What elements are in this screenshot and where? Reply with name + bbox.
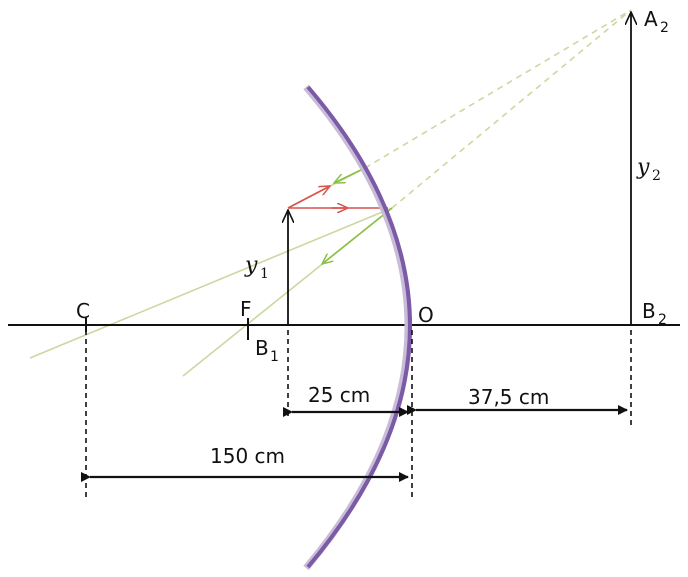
label-vertex: O [418, 303, 434, 327]
label-focus: F [240, 297, 252, 321]
virtual-ray-upper [364, 9, 632, 169]
label-y2-sub: 2 [652, 168, 661, 184]
reflected-arrow-lower [322, 207, 393, 264]
label-b1-sub: 1 [270, 349, 279, 365]
label-y1-sub: 1 [260, 266, 269, 282]
label-b2-sub: 2 [658, 312, 667, 328]
label-y1: y [244, 253, 258, 278]
virtual-ray-lower [391, 9, 632, 209]
label-radius: 150 cm [210, 444, 285, 468]
label-b2: B [642, 299, 656, 323]
label-b1: B [255, 336, 269, 360]
incident-arrow-upper [287, 186, 330, 209]
label-center: C [76, 299, 90, 323]
label-y2: y [636, 155, 650, 180]
label-object-distance: 25 cm [308, 383, 370, 407]
concave-mirror [306, 85, 412, 569]
reflected-arrow-upper [334, 167, 366, 183]
label-a2-sub: 2 [660, 20, 669, 36]
label-a2: A [644, 7, 658, 31]
label-image-distance: 37,5 cm [468, 385, 549, 409]
ray-through-center [29, 207, 393, 359]
